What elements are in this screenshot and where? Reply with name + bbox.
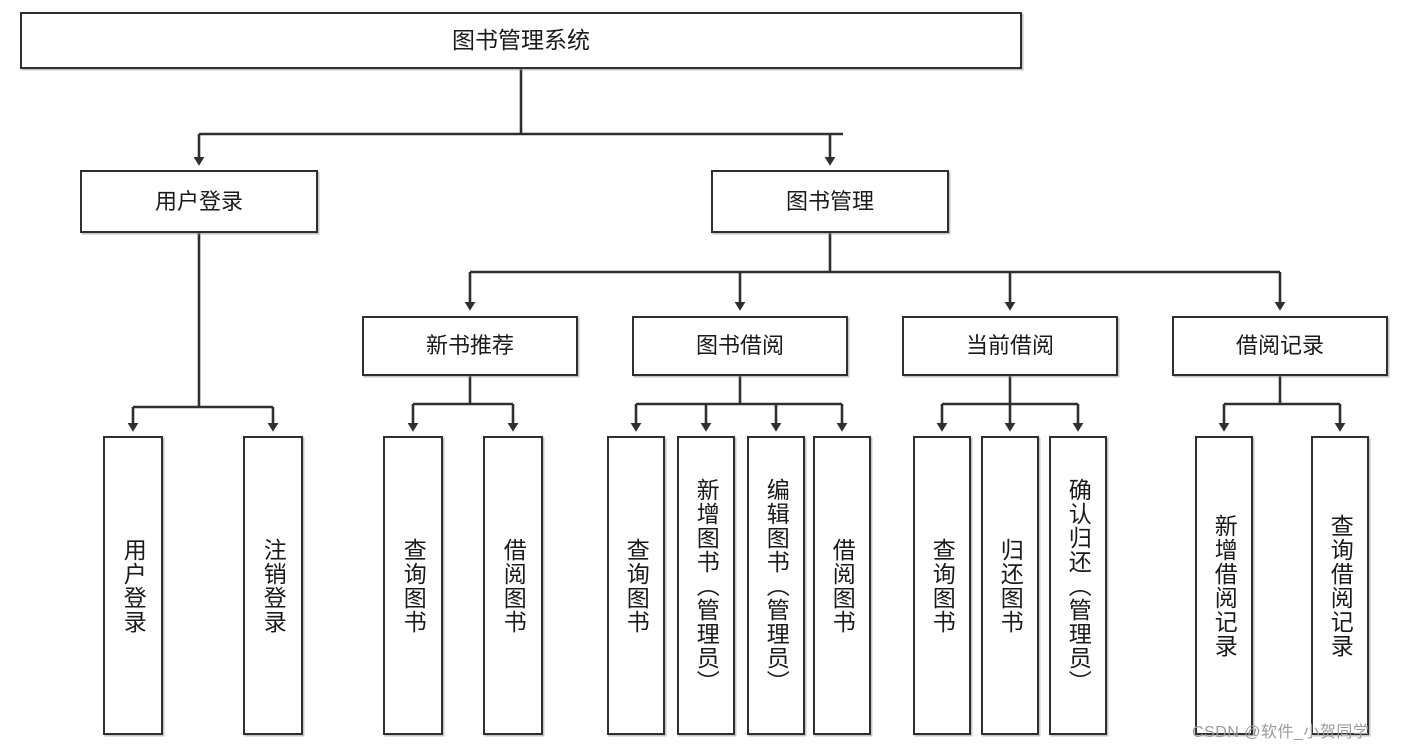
node-leaf-query-book-2-label: 查询图书 <box>623 537 650 634</box>
node-book-management[interactable]: 图书管理 <box>711 170 949 233</box>
node-leaf-confirm-return-label: 确认归还（管理员） <box>1065 477 1092 694</box>
node-user-login[interactable]: 用户登录 <box>80 170 318 233</box>
node-leaf-borrow-book-1[interactable]: 借阅图书 <box>483 436 543 735</box>
node-leaf-query-record[interactable]: 查询借阅记录 <box>1311 436 1369 735</box>
node-leaf-borrow-book-2[interactable]: 借阅图书 <box>813 436 871 735</box>
node-leaf-return-book-label: 归还图书 <box>997 537 1024 634</box>
node-leaf-query-book-1-label: 查询图书 <box>400 537 427 634</box>
node-leaf-edit-book[interactable]: 编辑图书（管理员） <box>747 436 805 735</box>
node-leaf-confirm-return[interactable]: 确认归还（管理员） <box>1049 436 1107 735</box>
node-leaf-query-book-2[interactable]: 查询图书 <box>607 436 665 735</box>
node-borrow-record-label: 借阅记录 <box>1235 333 1324 359</box>
node-leaf-borrow-book-1-label: 借阅图书 <box>500 537 527 634</box>
node-book-borrow-label: 图书借阅 <box>695 333 784 359</box>
node-leaf-query-book-3[interactable]: 查询图书 <box>913 436 971 735</box>
node-leaf-return-book[interactable]: 归还图书 <box>981 436 1039 735</box>
node-leaf-user-login[interactable]: 用户登录 <box>103 436 163 735</box>
node-root-label: 图书管理系统 <box>452 26 590 53</box>
node-book-management-label: 图书管理 <box>785 188 874 214</box>
node-new-book-recommend-label: 新书推荐 <box>425 333 514 359</box>
node-leaf-user-login-label: 用户登录 <box>120 537 147 634</box>
node-root[interactable]: 图书管理系统 <box>20 12 1022 69</box>
csdn-watermark: CSDN @软件_小贺同学 <box>1192 724 1370 741</box>
node-current-borrow-label: 当前借阅 <box>965 333 1054 359</box>
node-book-borrow[interactable]: 图书借阅 <box>632 316 848 376</box>
node-leaf-logout-login[interactable]: 注销登录 <box>243 436 303 735</box>
node-leaf-query-book-3-label: 查询图书 <box>929 537 956 634</box>
node-new-book-recommend[interactable]: 新书推荐 <box>362 316 578 376</box>
node-leaf-logout-login-label: 注销登录 <box>260 537 287 634</box>
node-leaf-borrow-book-2-label: 借阅图书 <box>829 537 856 634</box>
node-leaf-query-record-label: 查询借阅记录 <box>1327 513 1354 658</box>
node-leaf-query-book-1[interactable]: 查询图书 <box>383 436 443 735</box>
node-leaf-edit-book-label: 编辑图书（管理员） <box>763 477 790 694</box>
node-current-borrow[interactable]: 当前借阅 <box>902 316 1118 376</box>
node-borrow-record[interactable]: 借阅记录 <box>1172 316 1388 376</box>
node-leaf-add-book-label: 新增图书（管理员） <box>693 477 720 694</box>
node-leaf-add-record-label: 新增借阅记录 <box>1211 513 1238 658</box>
node-leaf-add-book[interactable]: 新增图书（管理员） <box>677 436 735 735</box>
node-user-login-label: 用户登录 <box>154 188 243 214</box>
node-leaf-add-record[interactable]: 新增借阅记录 <box>1195 436 1253 735</box>
